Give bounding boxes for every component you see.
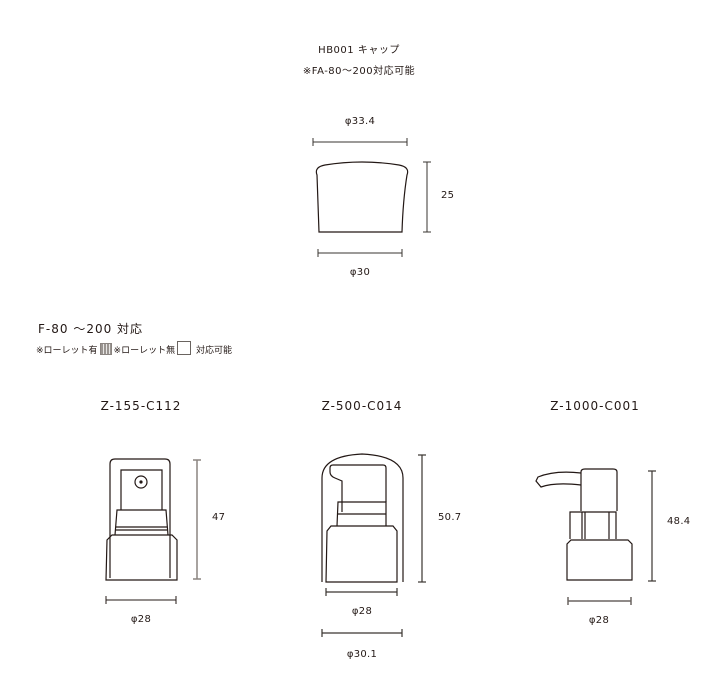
z500-diameter: φ28: [351, 606, 373, 617]
z1000-diameter: φ28: [588, 615, 610, 626]
cap-bottom-diameter: φ30: [349, 267, 371, 278]
z500-drawing: [321, 453, 404, 583]
legend-plain-label: ※ローレット無: [113, 346, 176, 356]
z155-height: 47: [212, 512, 226, 523]
cap-height: 25: [441, 190, 455, 201]
z1000-height: 48.4: [667, 516, 691, 527]
product-title-z155: Z-155-C112: [100, 399, 182, 413]
z500-height: 50.7: [438, 512, 462, 523]
legend-suffix: 対応可能: [195, 346, 232, 356]
plain-swatch-icon: [177, 341, 192, 355]
hb001-cap-drawing: [315, 161, 409, 233]
z1000-drawing: [535, 468, 633, 581]
cap-top-diameter: φ33.4: [344, 116, 376, 127]
z155-drawing: [105, 458, 178, 581]
section-title: F-80 ～200 対応: [38, 322, 144, 336]
product-title-z500: Z-500-C014: [321, 399, 403, 413]
diagram-title: HB001 キャップ: [318, 45, 400, 56]
legend-knurled-label: ※ローレット有: [36, 346, 98, 356]
product-title-z1000: Z-1000-C001: [550, 399, 640, 413]
diagram-subtitle: ※FA-80～200対応可能: [302, 66, 416, 77]
knurled-swatch-icon: [99, 343, 112, 355]
z155-diameter: φ28: [130, 614, 152, 625]
z500-outer-diameter: φ30.1: [346, 649, 378, 660]
legend: ※ローレット有 ※ローレット無 対応可能: [36, 341, 232, 356]
